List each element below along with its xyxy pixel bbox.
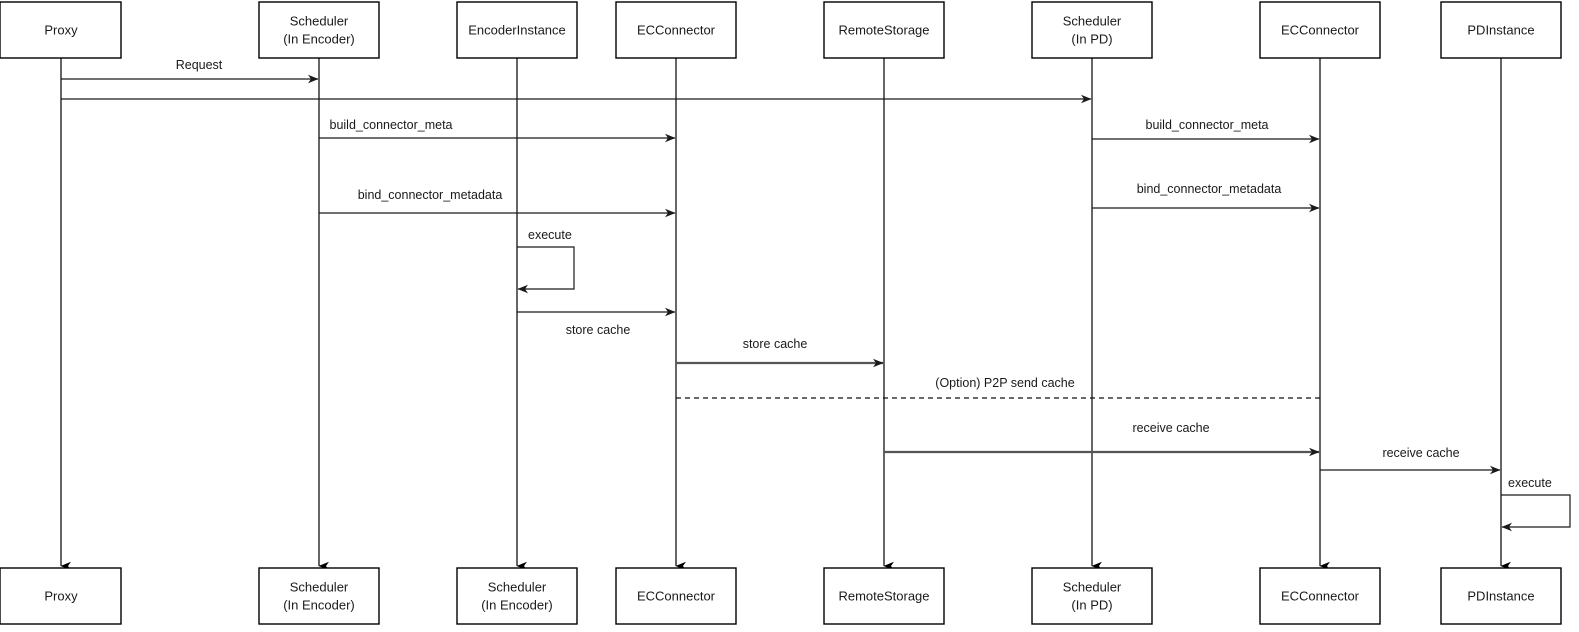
top-participant-rect-sched_enc [258, 1, 380, 59]
bottom-participant-sublabel-sched_enc: (In Encoder) [283, 597, 355, 612]
bottom-participant-box-sched_enc[interactable]: Scheduler (In Encoder) [258, 567, 380, 625]
message-label-m3: build_connector_meta [330, 118, 453, 132]
top-participant-label-remote_storage: RemoteStorage [838, 22, 929, 37]
top-participant-label-encoder_inst: EncoderInstance [468, 22, 566, 37]
self-call-label-s2: execute [1508, 476, 1552, 490]
message-label-m7: store cache [566, 323, 631, 337]
bottom-participant-box-sched_pd[interactable]: Scheduler (In PD) [1031, 567, 1153, 625]
message-m3[interactable]: build_connector_meta [319, 118, 676, 143]
top-participant-rect-encoder_inst [456, 1, 578, 59]
bottom-participant-label-ec_conn_pd: ECConnector [1281, 588, 1360, 603]
top-participant-rect-remote_storage [823, 1, 945, 59]
self-call-label-s1: execute [528, 228, 572, 242]
top-participant-label-ec_conn_enc: ECConnector [637, 22, 716, 37]
bottom-participant-rect-remote_storage [823, 567, 945, 625]
top-participant-rect-pd_inst [1440, 1, 1562, 59]
message-m11[interactable]: receive cache [1320, 446, 1501, 475]
header-boxes-layer: Proxy Scheduler (In Encoder) EncoderInstanc… [0, 1, 1562, 59]
bottom-participant-label-pd_inst: PDInstance [1467, 588, 1534, 603]
bottom-participant-rect-proxy [0, 567, 122, 625]
message-m1[interactable]: Request [61, 58, 319, 84]
top-participant-rect-ec_conn_enc [615, 1, 737, 59]
message-m7[interactable]: store cache [517, 307, 676, 337]
bottom-participant-box-ec_conn_pd[interactable]: ECConnector [1259, 567, 1381, 625]
bottom-participant-sublabel-sched_pd: (In PD) [1071, 597, 1112, 612]
message-m10[interactable]: receive cache [884, 421, 1320, 457]
bottom-participant-label-sched_enc: Scheduler [290, 579, 349, 594]
bottom-participant-label-encoder_inst: Scheduler [488, 579, 547, 594]
top-participant-box-ec_conn_pd[interactable]: ECConnector [1259, 1, 1381, 59]
bottom-participant-label-sched_pd: Scheduler [1063, 579, 1122, 594]
message-m5[interactable]: bind_connector_metadata [319, 188, 676, 218]
message-label-m9: (Option) P2P send cache [935, 376, 1074, 390]
top-participant-box-remote_storage[interactable]: RemoteStorage [823, 1, 945, 59]
bottom-participant-box-proxy[interactable]: Proxy [0, 567, 122, 625]
bottom-participant-box-ec_conn_enc[interactable]: ECConnector [615, 567, 737, 625]
bottom-participant-label-ec_conn_enc: ECConnector [637, 588, 716, 603]
message-m6[interactable]: bind_connector_metadata [1092, 182, 1320, 213]
self-call-path-s2 [1501, 494, 1571, 532]
bottom-participant-rect-sched_pd [1031, 567, 1153, 625]
messages-layer: Request build_connector_meta build_connect… [61, 58, 1501, 475]
self-call-s1[interactable]: execute [517, 228, 575, 294]
top-participant-rect-proxy [0, 1, 122, 59]
bottom-participant-box-encoder_inst[interactable]: Scheduler (In Encoder) [456, 567, 578, 625]
message-label-m11: receive cache [1382, 446, 1459, 460]
footer-boxes-layer: Proxy Scheduler (In Encoder) Scheduler (In E… [0, 567, 1562, 625]
message-label-m6: bind_connector_metadata [1137, 182, 1282, 196]
message-label-m1: Request [176, 58, 223, 72]
top-participant-rect-ec_conn_pd [1259, 1, 1381, 59]
top-participant-label-proxy: Proxy [44, 22, 78, 37]
message-label-m10: receive cache [1132, 421, 1209, 435]
top-participant-box-sched_pd[interactable]: Scheduler (In PD) [1031, 1, 1153, 59]
top-participant-box-proxy[interactable]: Proxy [0, 1, 122, 59]
bottom-participant-label-proxy: Proxy [44, 588, 78, 603]
self-call-path-s1 [517, 246, 575, 294]
top-participant-label-sched_pd: Scheduler [1063, 13, 1122, 28]
top-participant-rect-sched_pd [1031, 1, 1153, 59]
bottom-participant-rect-ec_conn_enc [615, 567, 737, 625]
top-participant-sublabel-sched_pd: (In PD) [1071, 31, 1112, 46]
bottom-participant-rect-encoder_inst [456, 567, 578, 625]
message-m4[interactable]: build_connector_meta [1092, 118, 1320, 144]
top-participant-label-pd_inst: PDInstance [1467, 22, 1534, 37]
lifelines-layer [60, 58, 1511, 571]
bottom-participant-label-remote_storage: RemoteStorage [838, 588, 929, 603]
top-participant-box-ec_conn_enc[interactable]: ECConnector [615, 1, 737, 59]
message-label-m8: store cache [743, 337, 808, 351]
bottom-participant-rect-sched_enc [258, 567, 380, 625]
top-participant-label-ec_conn_pd: ECConnector [1281, 22, 1360, 37]
top-participant-box-pd_inst[interactable]: PDInstance [1440, 1, 1562, 59]
top-participant-label-sched_enc: Scheduler [290, 13, 349, 28]
message-label-m5: bind_connector_metadata [358, 188, 503, 202]
bottom-participant-box-pd_inst[interactable]: PDInstance [1440, 567, 1562, 625]
message-label-m4: build_connector_meta [1146, 118, 1269, 132]
bottom-participant-rect-pd_inst [1440, 567, 1562, 625]
bottom-participant-box-remote_storage[interactable]: RemoteStorage [823, 567, 945, 625]
top-participant-sublabel-sched_enc: (In Encoder) [283, 31, 355, 46]
message-m8[interactable]: store cache [676, 337, 884, 368]
top-participant-box-encoder_inst[interactable]: EncoderInstance [456, 1, 578, 59]
top-participant-box-sched_enc[interactable]: Scheduler (In Encoder) [258, 1, 380, 59]
self-call-s2[interactable]: execute [1501, 476, 1571, 532]
self-calls-layer: execute execute [517, 228, 1571, 532]
message-m9[interactable]: (Option) P2P send cache [676, 376, 1320, 399]
bottom-participant-sublabel-encoder_inst: (In Encoder) [481, 597, 553, 612]
bottom-participant-rect-ec_conn_pd [1259, 567, 1381, 625]
